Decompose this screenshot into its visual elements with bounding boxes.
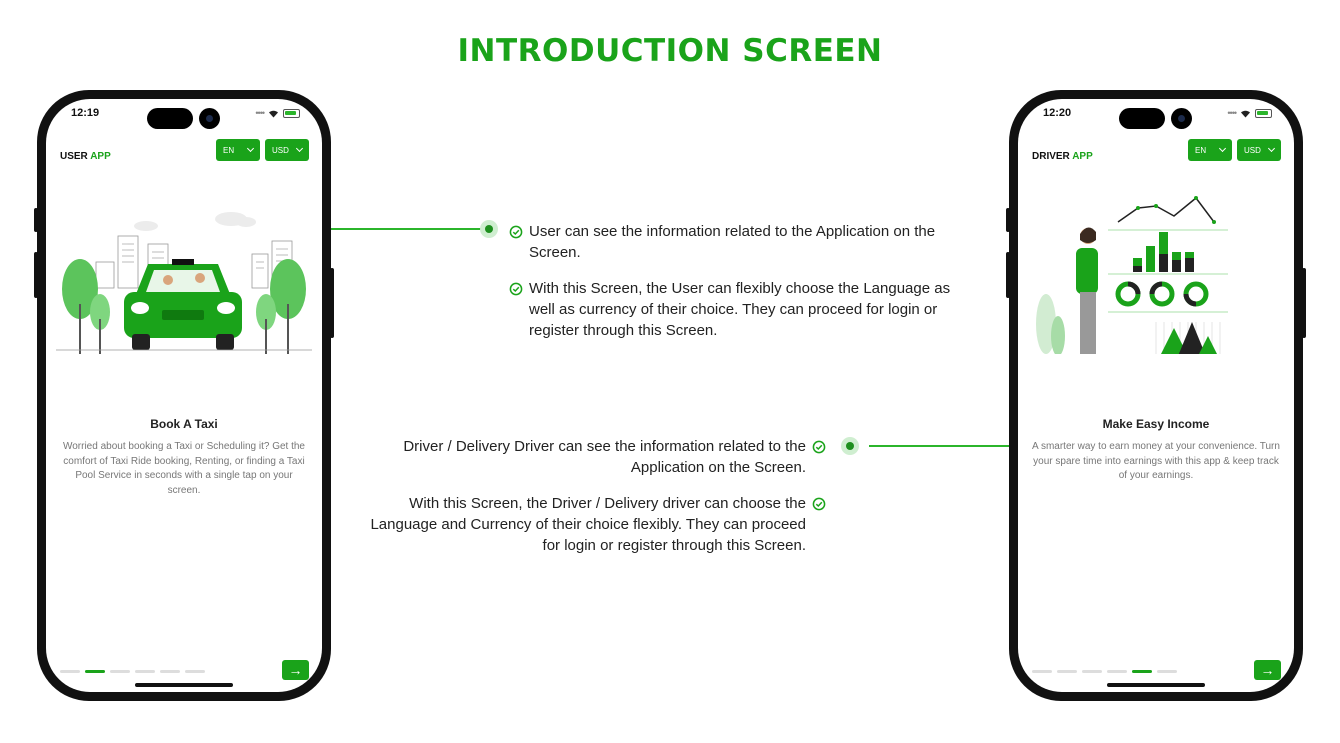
app-label: DRIVER APP bbox=[1032, 151, 1093, 162]
camera-icon bbox=[199, 108, 220, 129]
page-dot bbox=[1057, 670, 1077, 673]
status-icons: •••• bbox=[255, 108, 300, 118]
next-button[interactable]: → bbox=[282, 660, 309, 680]
user-app-phone: 12:19 •••• USER APP EN USD bbox=[34, 90, 334, 701]
wifi-icon bbox=[1241, 110, 1250, 117]
wifi-icon bbox=[269, 110, 278, 117]
app-label: USER APP bbox=[60, 151, 111, 162]
arrow-right-icon: → bbox=[288, 662, 303, 678]
driver-app-screen: 12:20 •••• DRIVER APP EN USD bbox=[1018, 99, 1294, 692]
user-connector-line bbox=[331, 228, 481, 230]
user-callout-2: With this Screen, the User can flexibly … bbox=[529, 280, 951, 339]
status-time: 12:20 bbox=[1043, 107, 1072, 119]
dynamic-island bbox=[147, 108, 193, 129]
language-value: EN bbox=[1195, 145, 1207, 155]
page-dot bbox=[1157, 670, 1177, 673]
page-dot-active bbox=[1132, 670, 1152, 673]
language-value: EN bbox=[223, 145, 235, 155]
slide-title: Book A Taxi bbox=[150, 417, 218, 431]
page-dot bbox=[135, 670, 155, 673]
page-dot bbox=[1107, 670, 1127, 673]
dynamic-island bbox=[1119, 108, 1165, 129]
check-circle-icon bbox=[509, 225, 523, 239]
page-dot bbox=[1032, 670, 1052, 673]
battery-icon bbox=[283, 108, 300, 118]
taxi-illustration bbox=[56, 212, 312, 354]
slide-title: Make Easy Income bbox=[1102, 417, 1210, 431]
language-dropdown[interactable]: EN bbox=[216, 139, 260, 161]
arrow-right-icon: → bbox=[1260, 662, 1275, 678]
income-illustration bbox=[1036, 196, 1228, 354]
status-time: 12:19 bbox=[71, 107, 100, 119]
home-indicator bbox=[135, 683, 233, 687]
driver-app-phone: 12:20 •••• DRIVER APP EN USD bbox=[1006, 90, 1306, 701]
page-dot bbox=[110, 670, 130, 673]
chevron-down-icon bbox=[1218, 144, 1227, 153]
page-dot bbox=[185, 670, 205, 673]
currency-value: USD bbox=[272, 145, 289, 155]
page-dot bbox=[60, 670, 80, 673]
chevron-down-icon bbox=[295, 144, 304, 153]
driver-callout-2: With this Screen, the Driver / Delivery … bbox=[370, 495, 806, 554]
user-app-screen: 12:19 •••• USER APP EN USD bbox=[46, 99, 322, 692]
driver-connector-line bbox=[869, 445, 1009, 447]
currency-dropdown[interactable]: USD bbox=[265, 139, 309, 161]
page-dot bbox=[160, 670, 180, 673]
camera-icon bbox=[1171, 108, 1192, 129]
page-dot-active bbox=[85, 670, 105, 673]
user-callout-1: User can see the information related to … bbox=[529, 223, 936, 261]
language-dropdown[interactable]: EN bbox=[1188, 139, 1232, 161]
chevron-down-icon bbox=[246, 144, 255, 153]
battery-icon bbox=[1255, 108, 1272, 118]
page-indicator bbox=[60, 670, 205, 673]
user-connector-node bbox=[480, 220, 498, 238]
home-indicator bbox=[1107, 683, 1205, 687]
slide-description: Worried about booking a Taxi or Scheduli… bbox=[62, 441, 305, 496]
driver-callout-1: Driver / Delivery Driver can see the inf… bbox=[403, 438, 806, 476]
currency-value: USD bbox=[1244, 145, 1261, 155]
slide-description: A smarter way to earn money at your conv… bbox=[1032, 441, 1280, 481]
page-title: INTRODUCTION SCREEN bbox=[457, 33, 883, 69]
chevron-down-icon bbox=[1267, 144, 1276, 153]
signal-icon: •••• bbox=[255, 108, 265, 118]
check-circle-icon bbox=[812, 497, 826, 511]
driver-connector-node bbox=[841, 437, 859, 455]
check-circle-icon bbox=[812, 440, 826, 454]
check-circle-icon bbox=[509, 282, 523, 296]
currency-dropdown[interactable]: USD bbox=[1237, 139, 1281, 161]
page-indicator bbox=[1032, 670, 1177, 673]
status-icons: •••• bbox=[1227, 108, 1272, 118]
signal-icon: •••• bbox=[1227, 108, 1237, 118]
page-dot bbox=[1082, 670, 1102, 673]
next-button[interactable]: → bbox=[1254, 660, 1281, 680]
